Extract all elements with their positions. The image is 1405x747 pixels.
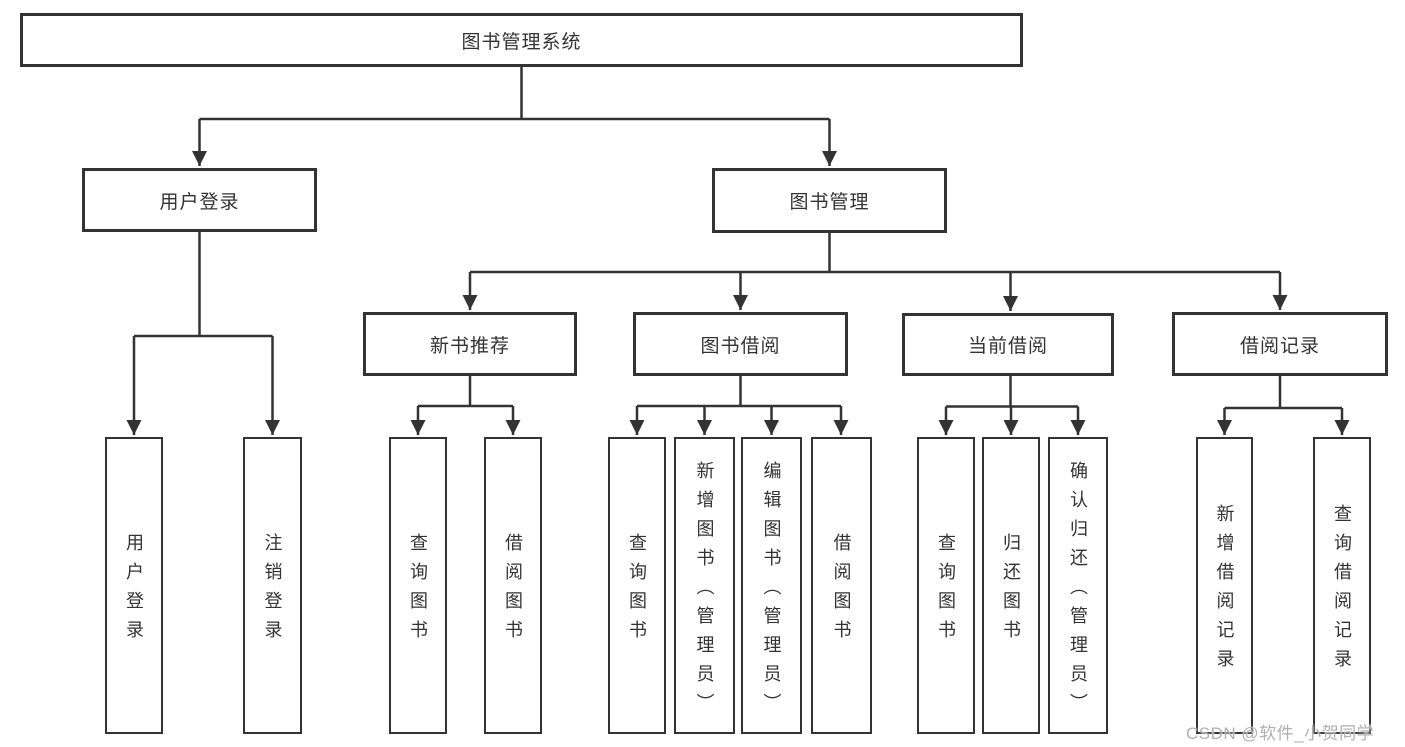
node-current-borrowing-label: 当前借阅 — [967, 336, 1048, 357]
node-leaf-add-books-admin: 新增图书（管理员） — [674, 437, 735, 734]
node-leaf-query-books-2-label: 查询图书 — [627, 533, 647, 649]
node-leaf-edit-books-admin-label: 编辑图书（管理员） — [761, 460, 782, 722]
node-leaf-add-books-admin-label: 新增图书（管理员） — [694, 460, 715, 722]
node-borrowing-records-label: 借阅记录 — [1239, 335, 1320, 357]
node-leaf-query-books-3-label: 查询图书 — [936, 533, 956, 649]
node-leaf-return-books-label: 归还图书 — [1001, 533, 1021, 649]
node-leaf-confirm-return-admin-label: 确认归还（管理员） — [1068, 460, 1088, 722]
node-leaf-query-borrow-record: 查询借阅记录 — [1313, 437, 1371, 734]
node-leaf-confirm-return-admin: 确认归还（管理员） — [1048, 437, 1108, 734]
node-book-management-label: 图书管理 — [789, 192, 870, 213]
node-leaf-borrow-books-2: 借阅图书 — [811, 437, 872, 734]
node-leaf-query-books-1-label: 查询图书 — [408, 533, 428, 649]
node-library-system-label: 图书管理系统 — [461, 31, 582, 53]
node-leaf-logout-label: 注销登录 — [262, 533, 283, 649]
node-borrowing-records: 借阅记录 — [1172, 312, 1388, 376]
node-user-login-branch: 用户登录 — [82, 168, 317, 232]
node-leaf-logout: 注销登录 — [243, 437, 302, 734]
node-leaf-borrow-books-2-label: 借阅图书 — [831, 533, 852, 649]
node-leaf-borrow-books-1: 借阅图书 — [484, 437, 542, 734]
node-book-management: 图书管理 — [712, 168, 947, 233]
csdn-watermark: CSDN @软件_小贺同学 — [1186, 724, 1375, 743]
node-user-login-branch-label: 用户登录 — [159, 191, 240, 213]
node-leaf-borrow-books-1-label: 借阅图书 — [503, 533, 523, 649]
node-library-system: 图书管理系统 — [20, 13, 1023, 67]
node-leaf-query-books-2: 查询图书 — [608, 437, 666, 734]
node-leaf-user-login-label: 用户登录 — [124, 533, 144, 649]
node-leaf-query-books-3: 查询图书 — [917, 437, 975, 734]
node-leaf-query-books-1: 查询图书 — [389, 437, 447, 734]
node-leaf-add-borrow-record: 新增借阅记录 — [1196, 437, 1253, 734]
node-new-book-recommend: 新书推荐 — [363, 312, 577, 376]
node-new-book-recommend-label: 新书推荐 — [429, 335, 510, 357]
node-leaf-user-login: 用户登录 — [105, 437, 163, 734]
node-book-borrowing: 图书借阅 — [633, 312, 848, 376]
node-book-borrowing-label: 图书借阅 — [700, 335, 781, 357]
node-leaf-return-books: 归还图书 — [982, 437, 1040, 734]
node-leaf-query-borrow-record-label: 查询借阅记录 — [1332, 504, 1352, 678]
node-current-borrowing: 当前借阅 — [902, 313, 1114, 376]
node-leaf-add-borrow-record-label: 新增借阅记录 — [1214, 504, 1235, 678]
node-leaf-edit-books-admin: 编辑图书（管理员） — [741, 437, 802, 734]
